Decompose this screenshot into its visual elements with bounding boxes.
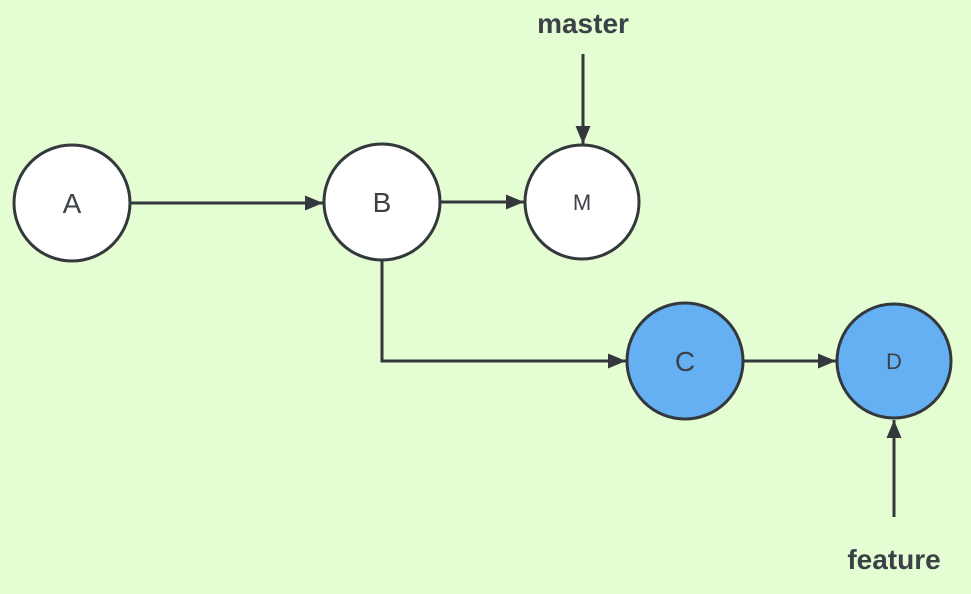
commit-node-d-label: D: [886, 349, 902, 374]
commit-node-m-label: M: [573, 190, 591, 215]
branch-label-master: master: [537, 8, 629, 39]
commit-node-c-circle: [625, 301, 745, 421]
commit-node-b-circle: [322, 142, 442, 262]
commit-node-a-label: A: [63, 188, 82, 219]
edge-group: [130, 54, 902, 517]
commit-node-a-circle: [12, 143, 132, 263]
commit-node-c-label: C: [675, 346, 695, 377]
edge-b-to-c-branch: [380, 259, 626, 369]
commit-node-a: A: [12, 143, 132, 263]
commit-node-m-circle: [523, 143, 641, 261]
commit-node-b-label: B: [373, 187, 392, 218]
commit-node-d: D: [835, 302, 953, 420]
commit-node-m: M: [523, 143, 641, 261]
commit-node-b: B: [322, 142, 442, 262]
commit-node-c: C: [625, 301, 745, 421]
branch-label-feature: feature: [847, 544, 940, 575]
commit-node-d-circle: [835, 302, 953, 420]
